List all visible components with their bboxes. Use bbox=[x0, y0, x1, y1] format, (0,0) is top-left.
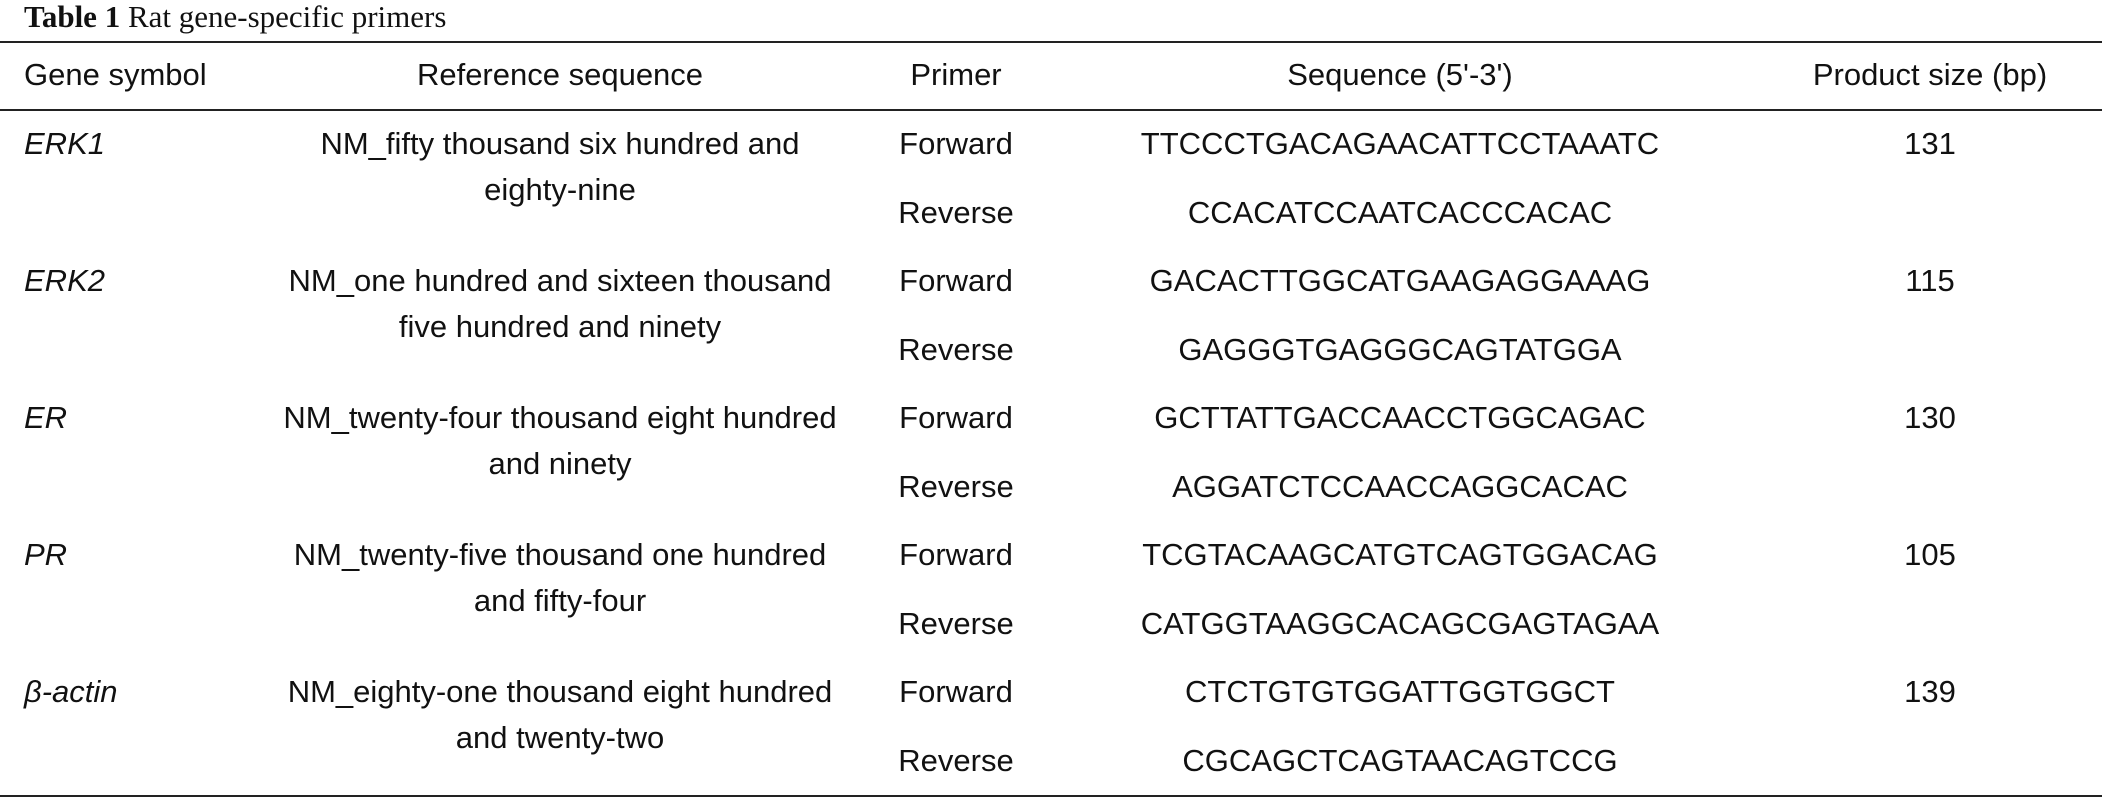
primer-reverse-cell: Reverse bbox=[898, 743, 1014, 778]
product-size-cell: 139 bbox=[1904, 674, 1956, 709]
product-size-cell: 115 bbox=[1905, 263, 1955, 298]
header-reference-sequence: Reference sequence bbox=[416, 57, 704, 92]
sequence-reverse-cell: CATGGTAAGGCACAGCGAGTAGAA bbox=[1140, 606, 1660, 641]
sequence-reverse-cell: CCACATCCAATCACCCACAC bbox=[1187, 195, 1613, 230]
reference-sequence-cell: NM_twenty-five thousand one hundred and … bbox=[293, 537, 827, 618]
primer-forward-cell: Forward bbox=[899, 126, 1013, 161]
sequence-forward-cell: GACACTTGGCATGAAGAGGAAAG bbox=[1149, 263, 1651, 298]
gene-symbol-cell: ER bbox=[24, 400, 68, 435]
table-caption: Table 1 Rat gene-specific primers bbox=[24, 0, 446, 34]
primer-forward-cell: Forward bbox=[899, 400, 1013, 435]
reference-sequence-cell: NM_fifty thousand six hundred and eighty… bbox=[320, 126, 800, 207]
primer-reverse-cell: Reverse bbox=[898, 606, 1014, 641]
sequence-forward-cell: CTCTGTGTGGATTGGTGGCT bbox=[1185, 674, 1615, 709]
header-product-size: Product size (bp) bbox=[1812, 57, 2048, 92]
table-top-rule bbox=[0, 41, 2102, 43]
primer-forward-cell: Forward bbox=[899, 263, 1013, 298]
gene-symbol-cell: ERK1 bbox=[24, 126, 105, 161]
table-header-rule bbox=[0, 109, 2102, 111]
primer-forward-cell: Forward bbox=[899, 674, 1013, 709]
sequence-reverse-cell: AGGATCTCCAACCAGGCACAC bbox=[1172, 469, 1628, 504]
table-bottom-rule bbox=[0, 795, 2102, 797]
product-size-cell: 105 bbox=[1904, 537, 1956, 572]
header-gene-symbol: Gene symbol bbox=[24, 57, 207, 92]
gene-symbol-cell: ERK2 bbox=[24, 263, 105, 298]
reference-sequence-cell: NM_eighty-one thousand eight hundred and… bbox=[287, 674, 833, 755]
sequence-forward-cell: GCTTATTGACCAACCTGGCAGAC bbox=[1154, 400, 1646, 435]
sequence-reverse-cell: GAGGGTGAGGGCAGTATGGA bbox=[1178, 332, 1622, 367]
primer-reverse-cell: Reverse bbox=[898, 332, 1014, 367]
primer-reverse-cell: Reverse bbox=[898, 195, 1014, 230]
gene-symbol-cell: β-actin bbox=[24, 674, 118, 709]
product-size-cell: 131 bbox=[1904, 126, 1956, 161]
header-sequence: Sequence (5'-3') bbox=[1287, 57, 1513, 92]
table-caption-label: Table 1 bbox=[24, 0, 121, 34]
product-size-cell: 130 bbox=[1904, 400, 1956, 435]
gene-symbol-cell: PR bbox=[24, 537, 68, 572]
reference-sequence-cell: NM_twenty-four thousand eight hundred an… bbox=[283, 400, 837, 481]
primer-forward-cell: Forward bbox=[899, 537, 1013, 572]
table-caption-text: Rat gene-specific primers bbox=[127, 0, 447, 34]
sequence-forward-cell: TCGTACAAGCATGTCAGTGGACAG bbox=[1142, 537, 1658, 572]
reference-sequence-cell: NM_one hundred and sixteen thousand five… bbox=[288, 263, 832, 344]
header-primer: Primer bbox=[910, 57, 1002, 92]
sequence-reverse-cell: CGCAGCTCAGTAACAGTCCG bbox=[1182, 743, 1618, 778]
primer-reverse-cell: Reverse bbox=[898, 469, 1014, 504]
sequence-forward-cell: TTCCCTGACAGAACATTCCTAAATC bbox=[1140, 126, 1660, 161]
